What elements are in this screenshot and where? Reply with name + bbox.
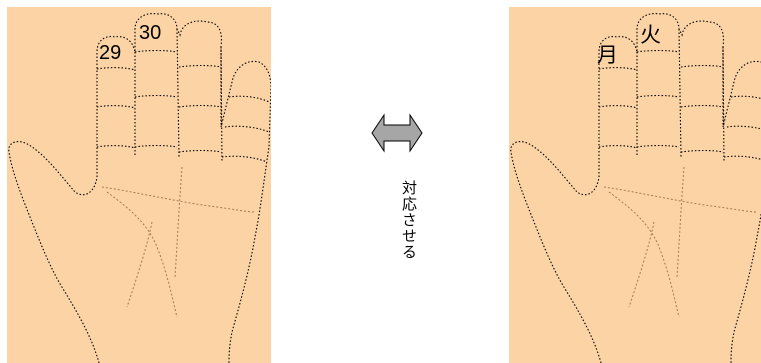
head-line [608, 191, 680, 318]
fate-line [174, 166, 183, 278]
heart-line [603, 186, 758, 213]
fate-line [676, 166, 685, 278]
ring-finger-label: 29 [99, 42, 121, 64]
double-headed-arrow-icon [370, 113, 424, 153]
middle-finger-label: 30 [139, 22, 161, 44]
head-line [106, 191, 178, 318]
right-hand-panel: 月 火 [509, 7, 761, 363]
middle-finger-label: 火 [640, 23, 661, 47]
life-line [628, 221, 655, 308]
life-line [126, 221, 153, 308]
left-hand-panel: 29 30 [7, 7, 271, 363]
correspondence-label: 対応させる [400, 180, 418, 260]
heart-line [101, 186, 256, 213]
hand-outline [8, 13, 271, 363]
right-hand-drawing: 月 火 [510, 13, 761, 363]
left-hand-drawing: 29 30 [8, 13, 271, 363]
hand-outline [510, 13, 761, 363]
ring-finger-label: 月 [597, 43, 618, 67]
